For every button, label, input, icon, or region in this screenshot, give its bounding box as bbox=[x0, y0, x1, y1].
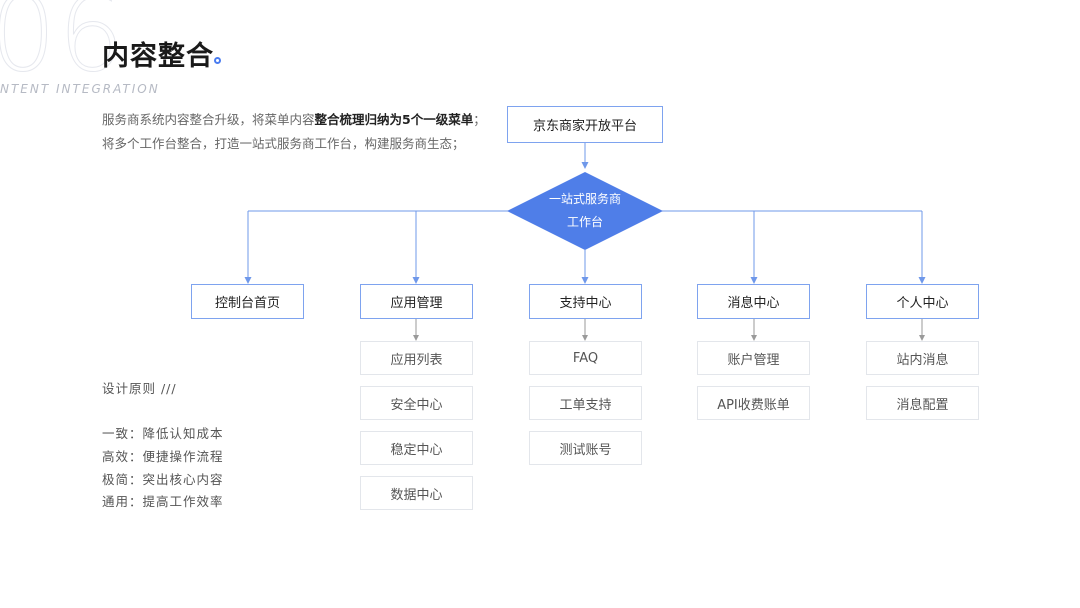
category-personal-center: 个人中心 bbox=[866, 284, 979, 319]
child-stability-center: 稳定中心 bbox=[360, 431, 473, 465]
child-account-management: 账户管理 bbox=[697, 341, 810, 375]
root-node: 京东商家开放平台 bbox=[507, 106, 663, 143]
principle-item: 高效：便捷操作流程 bbox=[102, 449, 224, 464]
principle-item: 极简：突出核心内容 bbox=[102, 472, 224, 487]
child-faq: FAQ bbox=[529, 341, 642, 375]
child-message-settings: 消息配置 bbox=[866, 386, 979, 420]
description-line-2: 将多个工作台整合，打造一站式服务商工作台，构建服务商生态； bbox=[102, 136, 465, 151]
category-console-home: 控制台首页 bbox=[191, 284, 304, 319]
principle-item: 通用：提高工作效率 bbox=[102, 494, 224, 509]
child-security-center: 安全中心 bbox=[360, 386, 473, 420]
description-line-1: 服务商系统内容整合升级，将菜单内容整合梳理归纳为5个一级菜单； bbox=[102, 112, 486, 127]
principles-heading: 设计原则 /// bbox=[102, 381, 177, 396]
section-number: 06 bbox=[0, 0, 127, 95]
child-ticket-support: 工单支持 bbox=[529, 386, 642, 420]
hub-label: 一站式服务商 工作台 bbox=[548, 192, 621, 229]
page-title: 内容整合 bbox=[102, 41, 214, 72]
child-site-messages: 站内消息 bbox=[866, 341, 979, 375]
child-test-account: 测试账号 bbox=[529, 431, 642, 465]
principle-item: 一致：降低认知成本 bbox=[102, 426, 224, 441]
category-support-center: 支持中心 bbox=[529, 284, 642, 319]
title-dot-icon bbox=[214, 57, 221, 64]
hub-diamond bbox=[507, 172, 663, 250]
child-api-billing: API收费账单 bbox=[697, 386, 810, 420]
category-app-management: 应用管理 bbox=[360, 284, 473, 319]
page-subtitle: NTENT INTEGRATION bbox=[0, 82, 160, 96]
child-app-list: 应用列表 bbox=[360, 341, 473, 375]
category-message-center: 消息中心 bbox=[697, 284, 810, 319]
child-data-center: 数据中心 bbox=[360, 476, 473, 510]
